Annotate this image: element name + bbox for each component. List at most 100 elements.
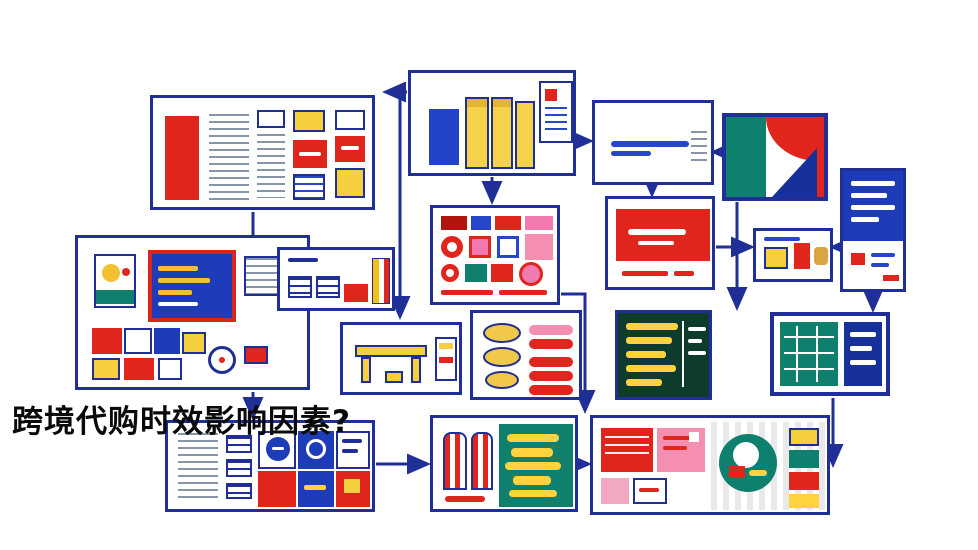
red-box xyxy=(124,358,154,380)
blue-box xyxy=(154,328,180,354)
red-scribble xyxy=(663,436,695,440)
panel-poster-grid xyxy=(430,205,560,305)
bread-oval xyxy=(483,347,521,367)
small-box xyxy=(293,174,325,200)
text-lines xyxy=(691,131,707,165)
panel-price-tags xyxy=(277,247,395,311)
label-bar xyxy=(288,258,318,262)
striped-capsule xyxy=(443,432,467,490)
blue-block xyxy=(429,109,459,165)
plate-stack xyxy=(529,385,573,395)
red-flag xyxy=(244,346,268,364)
glyph-block xyxy=(497,236,519,258)
yellow-square xyxy=(344,479,360,493)
grid-cell-red xyxy=(258,471,296,507)
plate-stack xyxy=(529,339,573,349)
scribble-word xyxy=(158,266,198,271)
shelf-item xyxy=(439,343,453,349)
red-banner xyxy=(165,116,199,200)
panel-market xyxy=(590,415,830,515)
yellow-box xyxy=(92,358,120,380)
yellow-box xyxy=(335,168,365,198)
white-line xyxy=(605,436,649,438)
bread-oval xyxy=(483,323,521,343)
fruit-icon xyxy=(102,264,120,282)
scribble-word xyxy=(441,290,493,295)
yellow-box xyxy=(182,332,206,354)
counter-leg xyxy=(411,357,421,383)
red-box xyxy=(794,243,810,269)
scribble-word xyxy=(499,290,547,295)
scribble-word xyxy=(851,181,895,186)
small-box xyxy=(226,435,252,453)
white-line xyxy=(605,444,649,446)
grid-cell xyxy=(336,431,370,469)
label-bar xyxy=(342,439,362,443)
glyph-block xyxy=(465,264,487,282)
scribble-word xyxy=(850,346,872,351)
glyph-block xyxy=(441,216,467,230)
badge-scribble xyxy=(272,447,284,450)
map-line xyxy=(796,326,798,382)
label-bar xyxy=(871,253,895,257)
striped-column xyxy=(372,258,390,304)
scribble-word xyxy=(851,193,887,198)
bread-oval xyxy=(485,371,519,389)
small-box xyxy=(226,459,252,477)
panel-red-sign xyxy=(605,196,715,290)
scribble-word xyxy=(850,332,876,337)
menu-line xyxy=(688,327,706,331)
panel-grid-sign xyxy=(165,420,375,512)
stacked-box xyxy=(789,428,819,446)
stacked-box xyxy=(789,450,819,468)
stacked-box xyxy=(789,472,819,490)
grid-cell xyxy=(258,431,296,469)
glyph-block xyxy=(525,216,553,230)
red-box xyxy=(344,284,368,302)
text-lines xyxy=(178,433,218,503)
text-lines xyxy=(209,114,249,202)
map-line xyxy=(784,336,834,338)
ornate-scribble xyxy=(507,434,559,442)
yellow-box xyxy=(764,247,788,269)
panel-storefront xyxy=(75,235,310,390)
menu-line xyxy=(688,351,706,355)
scribble-word xyxy=(611,141,689,147)
red-square xyxy=(545,89,557,101)
map-line xyxy=(816,326,818,382)
scribble-word xyxy=(158,278,210,283)
menu-line xyxy=(626,351,666,358)
smiley-nose xyxy=(219,357,225,363)
red-box xyxy=(92,328,122,354)
panel-shelf-top-left xyxy=(150,95,375,210)
menu-line xyxy=(626,337,672,344)
map-line xyxy=(784,368,834,370)
red-bar xyxy=(445,496,485,502)
panel-flag xyxy=(722,113,828,201)
carton-box xyxy=(465,97,489,169)
scribble-word xyxy=(628,229,686,235)
panel-right-card xyxy=(840,168,906,292)
red-panel xyxy=(601,428,653,472)
ornate-scribble xyxy=(509,490,557,497)
plate-stack xyxy=(529,371,573,381)
divider xyxy=(682,321,684,387)
glyph-block xyxy=(491,264,513,282)
panel-menu-board xyxy=(615,310,712,400)
white-ring xyxy=(306,439,326,459)
blue-sign xyxy=(148,250,236,322)
carton-box xyxy=(491,97,513,169)
ornate-scribble xyxy=(505,462,561,470)
panel-counter xyxy=(340,322,462,395)
label-bar xyxy=(871,263,889,267)
white-line xyxy=(605,452,649,454)
text-lines xyxy=(257,134,285,198)
scribble-word xyxy=(611,151,651,156)
red-dot xyxy=(122,268,130,276)
panel-blue-sign xyxy=(592,100,714,185)
menu-line xyxy=(626,323,678,330)
small-box xyxy=(226,483,252,499)
small-box xyxy=(335,110,365,130)
red-square xyxy=(851,253,865,265)
